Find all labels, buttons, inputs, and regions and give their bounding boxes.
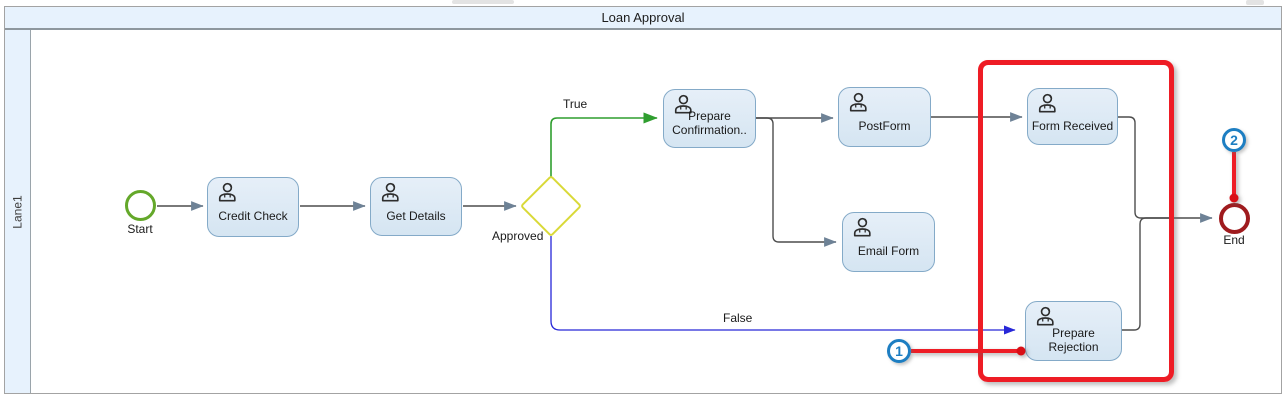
- cropped-ui-fragment: [452, 0, 514, 4]
- task-label-line2: Confirmation..: [672, 122, 747, 137]
- flow-label-true: True: [563, 97, 588, 111]
- flow-label-false: False: [723, 311, 753, 325]
- annotation-callout-2: 2: [1222, 128, 1246, 152]
- start-event-label: Start: [127, 222, 153, 236]
- start-event[interactable]: [125, 190, 156, 221]
- task-credit-check[interactable]: Credit Check: [207, 177, 299, 237]
- task-email-form[interactable]: Email Form: [842, 212, 935, 272]
- end-event-label: End: [1223, 233, 1245, 247]
- pool-title: Loan Approval: [601, 10, 685, 25]
- task-prepare-confirmation[interactable]: Prepare Confirmation..: [663, 89, 756, 148]
- callout-number: 1: [895, 343, 903, 359]
- task-form-received[interactable]: Form Received: [1027, 88, 1118, 145]
- end-event[interactable]: [1219, 203, 1250, 234]
- flow-false-to-prepare-rejection[interactable]: [550, 236, 1016, 335]
- task-label: Form Received: [1031, 118, 1114, 133]
- task-label: Email Form: [857, 244, 920, 258]
- lane-lane1[interactable]: Lane1: [5, 30, 31, 393]
- annotation-callout-1: 1: [887, 339, 911, 363]
- cropped-ui-fragment: [1246, 0, 1264, 5]
- annotation-highlight-rectangle: [978, 60, 1174, 382]
- flow-prepare-confirmation-to-email-form[interactable]: [756, 117, 837, 247]
- flow-true-to-prepare-confirmation[interactable]: [550, 112, 658, 177]
- flow-prepare-rejection-to-end[interactable]: [1122, 217, 1170, 331]
- task-label-line1: Prepare: [688, 108, 731, 123]
- task-prepare-rejection[interactable]: Prepare Rejection: [1025, 301, 1122, 361]
- task-label: Get Details: [386, 208, 446, 223]
- task-label: Credit Check: [218, 209, 288, 223]
- gateway-label: Approved: [492, 229, 544, 243]
- task-get-details[interactable]: Get Details: [370, 177, 462, 236]
- task-postform[interactable]: PostForm: [838, 87, 931, 147]
- callout-number: 2: [1230, 132, 1238, 148]
- flow-form-received-to-end[interactable]: [1118, 116, 1213, 223]
- task-label: Prepare Rejection: [1048, 326, 1099, 354]
- task-label: PostForm: [858, 119, 911, 133]
- pool-header[interactable]: Loan Approval: [5, 7, 1281, 30]
